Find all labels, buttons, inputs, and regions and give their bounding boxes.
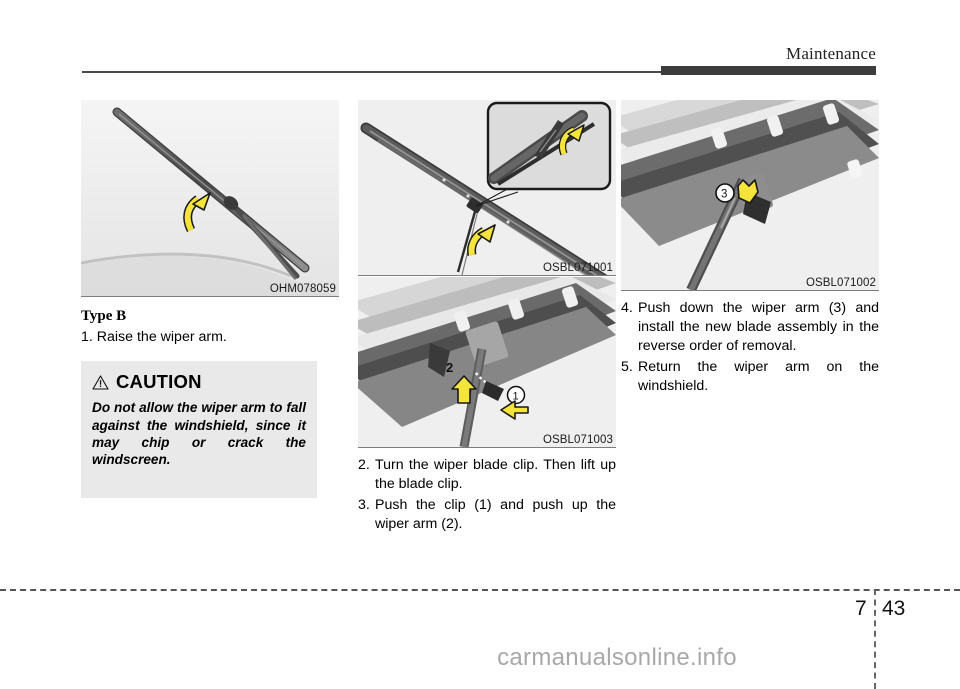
right-column: 3 OSBL071002 4. Push down the wiper arm … — [621, 100, 879, 397]
left-column: OHM078059 Type B 1. Raise the wiper arm.… — [81, 100, 339, 498]
figure-arm-push-down: 3 OSBL071002 — [621, 100, 879, 290]
caution-header: CAUTION — [92, 371, 306, 393]
figure-underline — [621, 290, 879, 291]
figure-caption: OSBL071003 — [542, 434, 613, 446]
watermark-text: carmanualsonline.info — [497, 644, 737, 671]
list-item: 3. Push the clip (1) and push up the wip… — [358, 496, 616, 534]
figure-caption: OSBL071002 — [805, 277, 876, 289]
caution-body-text: Do not allow the wiper arm to fall again… — [92, 400, 306, 468]
figure-underline — [358, 275, 616, 276]
step-1-text: 1. Raise the wiper arm. — [81, 329, 227, 346]
page-footer: 7 43 carmanualsonline.info — [0, 589, 960, 689]
list-item: 2. Turn the wiper blade clip. Then lift … — [358, 456, 616, 494]
svg-text:1: 1 — [513, 391, 519, 403]
wiper-clip-push-illustration: 2 1 — [358, 277, 616, 447]
warning-triangle-icon — [92, 375, 109, 390]
page-content: OHM078059 Type B 1. Raise the wiper arm.… — [0, 100, 960, 580]
figure-underline — [358, 447, 616, 448]
step-text: Return the wiper arm on the windshield. — [638, 358, 879, 394]
list-item: 4. Push down the wiper arm (3) and insta… — [621, 299, 879, 356]
footer-dashed-divider — [874, 589, 876, 689]
figure-wiper-raised: OHM078059 — [81, 100, 339, 296]
step-text: Push the clip (1) and push up the wiper … — [375, 496, 616, 532]
figure-caption: OHM078059 — [269, 283, 336, 295]
page-number: 43 — [882, 597, 906, 620]
wiper-blade-clip-turn-illustration — [358, 100, 616, 275]
label-3-group: 3 — [715, 179, 759, 204]
caution-title: CAUTION — [116, 371, 202, 393]
caution-body: Do not allow the wiper arm to fall again… — [92, 399, 306, 485]
list-item: 5. Return the wiper arm on the windshiel… — [621, 358, 879, 396]
step-text: Push down the wiper arm (3) and install … — [638, 300, 879, 354]
step-number: 4. — [621, 300, 633, 316]
svg-text:3: 3 — [721, 189, 727, 201]
svg-text:2: 2 — [446, 360, 453, 375]
yellow-arrow — [467, 224, 496, 256]
type-b-heading: Type B — [81, 308, 127, 324]
middle-column: OSBL071001 — [358, 100, 616, 536]
right-steps-list: 4. Push down the wiper arm (3) and insta… — [621, 299, 879, 395]
figure-clip-push: 2 1 OSBL071003 — [358, 277, 616, 447]
header-rule-thin — [82, 71, 876, 73]
figure-blade-clip-turn: OSBL071001 — [358, 100, 616, 275]
header-rule-thick — [661, 66, 876, 75]
page-header: Maintenance — [0, 0, 960, 80]
chapter-number: 7 — [855, 597, 867, 620]
watermark: carmanualsonline.info — [0, 644, 960, 672]
footer-dashed-rule — [0, 589, 960, 591]
step-number: 2. — [358, 457, 370, 473]
wiper-arm-push-down-illustration: 3 — [621, 100, 879, 290]
figure-caption: OSBL071001 — [542, 262, 613, 274]
label-1-group: 1 — [500, 385, 529, 420]
caution-box: CAUTION Do not allow the wiper arm to fa… — [81, 361, 317, 498]
step-text: Turn the wiper blade clip. Then lift up … — [375, 457, 616, 492]
figure-underline — [81, 296, 339, 297]
yellow-arrow — [183, 192, 211, 233]
step-number: 5. — [621, 358, 633, 375]
step-number: 3. — [358, 496, 370, 513]
middle-steps-list: 2. Turn the wiper blade clip. Then lift … — [358, 456, 616, 534]
label-2-group: 2 — [446, 360, 477, 404]
wiper-blade-raised-illustration — [81, 100, 339, 296]
page-title: Maintenance — [786, 44, 876, 63]
